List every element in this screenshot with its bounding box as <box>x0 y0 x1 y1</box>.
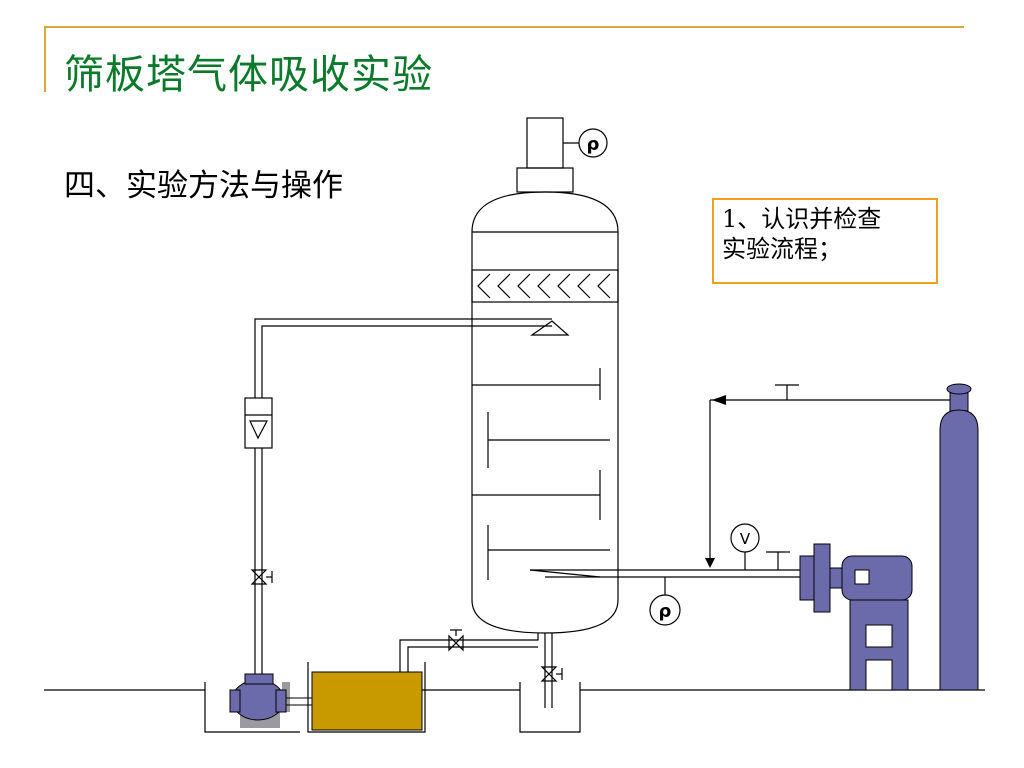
note-line-1: 1、认识并检查 <box>722 205 882 233</box>
absorption-column <box>471 191 619 634</box>
top-density-gauge <box>578 128 608 158</box>
top-vent <box>526 117 564 169</box>
gas-cylinder <box>939 383 979 691</box>
return-pipe <box>399 633 539 672</box>
return-valve <box>448 634 464 652</box>
liquid-tank <box>311 671 423 731</box>
drain-tank <box>519 682 581 733</box>
outlet-valve <box>540 666 558 682</box>
gas-down-arrow <box>705 558 715 568</box>
top-density-label: ρ <box>587 134 600 155</box>
column-top-flange <box>516 167 574 193</box>
slide-title: 筛板塔气体吸收实验 <box>64 52 433 98</box>
section-heading: 四、实验方法与操作 <box>64 168 343 204</box>
step-note-box: 1、认识并检查 实验流程； <box>712 198 938 284</box>
volume-gauge <box>730 523 760 553</box>
liquid-distributor <box>530 320 570 336</box>
circulating-pump <box>229 673 312 728</box>
gas-inlet-pipe <box>530 569 800 578</box>
note-line-2: 实验流程； <box>722 235 842 263</box>
title-rule-left <box>44 26 46 92</box>
liquid-rotameter <box>244 397 273 449</box>
inlet-density-gauge <box>649 594 681 626</box>
gas-flow-arrow <box>712 395 726 405</box>
volume-label: V <box>740 530 751 548</box>
liquid-feed-pipe <box>254 318 552 398</box>
inlet-density-label: ρ <box>659 601 672 622</box>
pump-pit <box>204 682 300 733</box>
liquid-valve <box>250 569 268 585</box>
blower <box>799 543 913 691</box>
demister-chevrons <box>477 273 611 299</box>
title-rule-top <box>44 26 964 28</box>
demister-packing <box>471 269 619 303</box>
